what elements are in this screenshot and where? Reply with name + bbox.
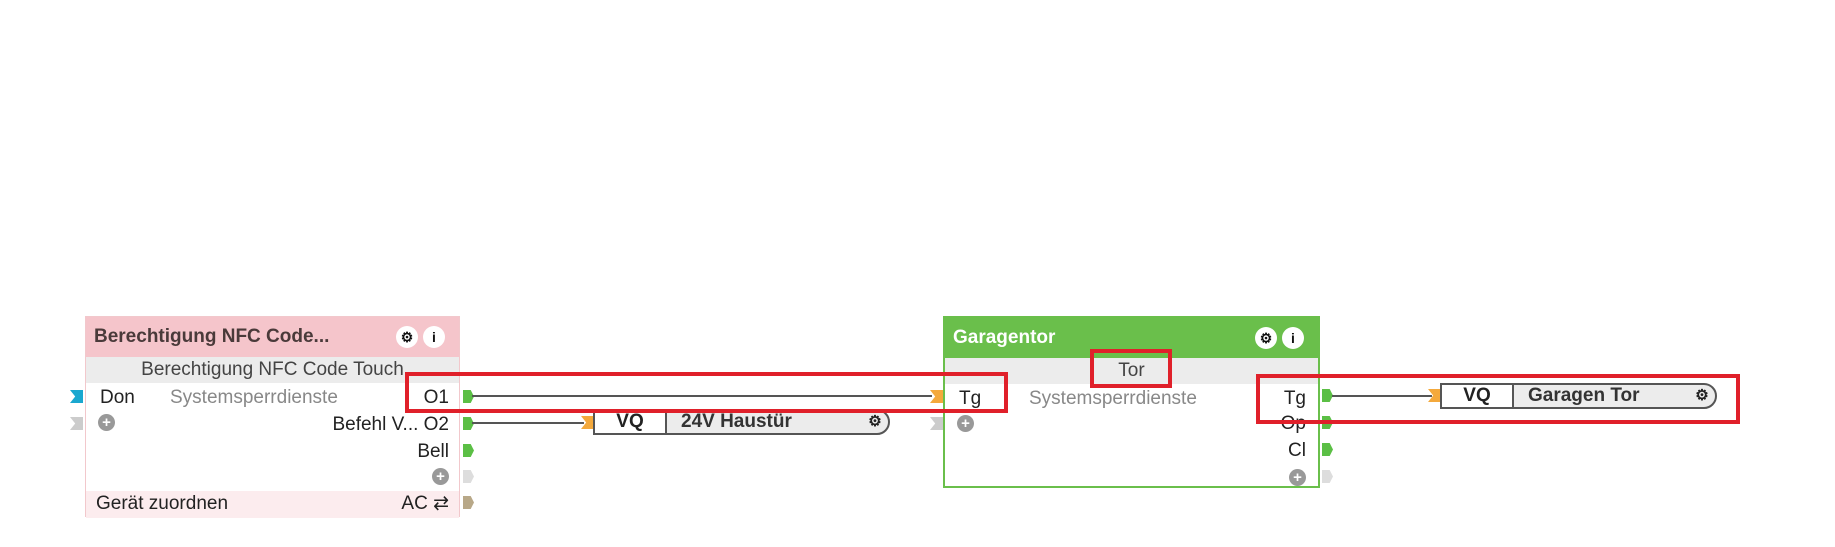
wire-o1-to-tg[interactable] (472, 395, 932, 397)
add-input-icon[interactable]: + (98, 414, 115, 431)
output-connector-bell[interactable] (463, 444, 474, 457)
block-category: Systemsperrdienste (170, 387, 338, 408)
virtual-output-garagen-tor[interactable]: VQ Garagen Tor ⚙ (1440, 383, 1717, 409)
output-ac: AC ⇄ (401, 493, 449, 514)
input-connector-add[interactable] (70, 417, 83, 430)
output-connector-ac[interactable] (463, 496, 474, 509)
wire-tg-to-vq[interactable] (1332, 395, 1432, 397)
function-block-nfc[interactable]: Berechtigung NFC Code... ⚙ i Berechtigun… (85, 316, 460, 518)
wire-o2-to-vq[interactable] (472, 422, 584, 424)
input-connector-don[interactable] (70, 390, 83, 403)
input-connector-add[interactable] (930, 417, 943, 430)
add-output-icon[interactable]: + (1289, 469, 1306, 486)
block-subtitle: Berechtigung NFC Code Touch (86, 357, 459, 383)
gear-icon[interactable]: ⚙ (1255, 327, 1277, 349)
vq-value: 24V Haustür (681, 411, 792, 432)
output-o1: O1 (423, 387, 449, 408)
output-connector-add[interactable] (1322, 470, 1333, 483)
gear-icon[interactable]: ⚙ (396, 326, 418, 348)
block-title: Garagentor (953, 327, 1056, 348)
vq-input-connector[interactable] (1428, 389, 1441, 402)
block-title: Berechtigung NFC Code... (94, 326, 330, 347)
highlight-box-garagen-tor (1256, 374, 1740, 424)
highlight-box-o1-wire (405, 372, 1008, 413)
output-connector-add[interactable] (463, 470, 474, 483)
vq-value: Garagen Tor (1528, 385, 1640, 406)
output-tg: Tg (1283, 388, 1306, 409)
info-icon[interactable]: i (423, 326, 445, 348)
output-connector-o2[interactable] (463, 417, 474, 430)
output-o2: Befehl V... O2 (332, 414, 449, 435)
highlight-box-tor (1090, 349, 1172, 388)
info-icon[interactable]: i (1282, 327, 1304, 349)
input-connector-tg[interactable] (930, 390, 943, 403)
output-connector-o1[interactable] (463, 390, 474, 403)
vq-key: VQ (1442, 385, 1514, 407)
vq-key: VQ (595, 411, 667, 433)
gear-icon[interactable]: ⚙ (868, 413, 882, 430)
block-category: Systemsperrdienste (1029, 388, 1197, 409)
gear-icon[interactable]: ⚙ (1695, 387, 1709, 404)
input-don: Don (100, 387, 135, 408)
output-connector-tg[interactable] (1322, 389, 1333, 402)
input-tg: Tg (959, 388, 982, 409)
add-input-icon[interactable]: + (957, 415, 974, 432)
assign-device-label[interactable]: Gerät zuordnen (96, 493, 229, 514)
output-bell: Bell (417, 441, 449, 462)
output-connector-cl[interactable] (1322, 443, 1333, 456)
add-output-icon[interactable]: + (432, 468, 449, 485)
output-cl: Cl (1288, 440, 1306, 461)
vq-input-connector[interactable] (581, 416, 594, 429)
